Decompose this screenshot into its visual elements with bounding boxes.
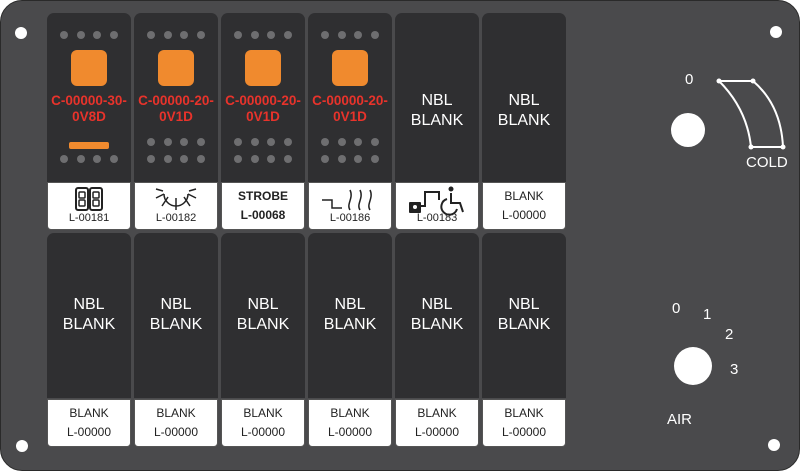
temperature-zero-mark: 0 <box>685 71 694 88</box>
air-position-0: 0 <box>672 300 681 317</box>
legend-label-4: L-00186 <box>308 182 392 230</box>
rocker-switch-1[interactable]: C-00000-30-0V8D <box>47 13 131 188</box>
top-switch-row: C-00000-30-0V8D C-00000-20-0V1D C-00000-… <box>47 13 566 188</box>
indicator-led <box>332 50 368 86</box>
lock-wheelchair-icon <box>409 186 464 216</box>
part-code: C-00000-20-0V1D <box>312 93 388 124</box>
air-position-2: 2 <box>725 326 734 343</box>
legend-label-2: L-00182 <box>134 182 218 230</box>
legend-label-1: L-00181 <box>47 182 131 230</box>
indicator-led <box>71 50 107 86</box>
indicator-led <box>245 50 281 86</box>
air-position-3: 3 <box>730 361 739 378</box>
rocker-switch-2[interactable]: C-00000-20-0V1D <box>134 13 218 188</box>
part-code: C-00000-20-0V1D <box>138 93 214 124</box>
air-label: AIR <box>667 411 693 428</box>
indicator-led <box>158 50 194 86</box>
legend-label-6: BLANK L-00000 <box>482 182 566 230</box>
legend-label-3: STROBE L-00068 <box>221 182 305 230</box>
rocker-switch-4[interactable]: C-00000-20-0V1D <box>308 13 392 188</box>
mount-screw-top-right <box>770 26 782 38</box>
top-label-row: L-00181 L-00182 STROBE L-00068 <box>47 182 566 230</box>
air-fan-knob[interactable] <box>674 347 712 385</box>
temperature-knob[interactable] <box>671 113 705 147</box>
cold-label: COLD <box>746 154 788 171</box>
legend-label-5: L-00183 <box>395 182 479 230</box>
light-rays-icon <box>155 188 197 210</box>
temperature-ramp-icon <box>716 78 786 150</box>
rocker-switch-3[interactable]: C-00000-20-0V1D <box>221 13 305 188</box>
mount-screw-bottom-right <box>768 439 780 451</box>
indicator-bar <box>69 142 109 149</box>
mount-screw-top-left <box>15 27 27 39</box>
part-code: C-00000-20-0V1D <box>225 93 301 124</box>
door-lock-icon <box>75 187 103 211</box>
air-position-1: 1 <box>703 306 712 323</box>
part-code: C-00000-30-0V8D <box>51 93 127 124</box>
mount-screw-bottom-left <box>16 440 28 452</box>
step-heat-icon <box>322 189 372 211</box>
